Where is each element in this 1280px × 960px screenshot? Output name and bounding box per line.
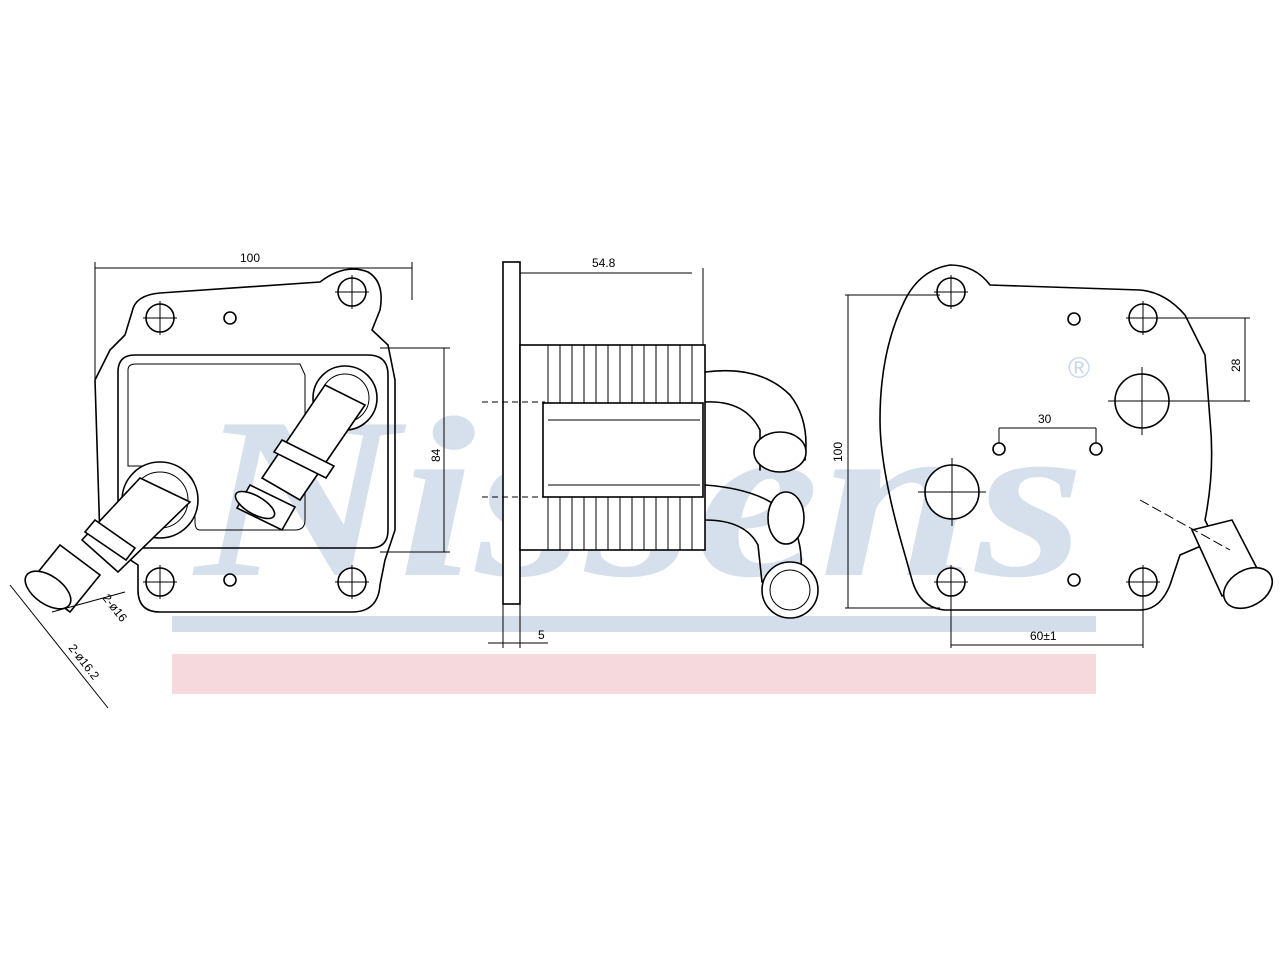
side-pipes [704, 369, 819, 619]
front-width-dimension: 100 [240, 251, 260, 265]
side-flange-dimension: 5 [538, 628, 545, 642]
back-port-offset-dimension: 28 [1229, 358, 1243, 372]
back-pipe [1139, 499, 1274, 610]
watermark-red-bar [172, 654, 1096, 694]
front-bolt-holes [143, 275, 369, 599]
front-view: 100 84 2-ø16 2-ø16.2 [9, 251, 450, 709]
front-height-dimension: 84 [429, 448, 443, 462]
back-hole-spacing-dimension: 30 [1038, 412, 1052, 426]
front-pipe-inner-dimension: 2-ø16 [100, 591, 131, 625]
watermark-blue-bar [172, 616, 1096, 632]
front-lower-pipe [24, 461, 199, 614]
back-holes [918, 275, 1176, 599]
back-bolt-spacing-dimension: 60±1 [1030, 629, 1057, 643]
side-view: 54.8 5 [482, 256, 819, 648]
back-height-dimension: 100 [831, 442, 845, 462]
watermark-registered-mark: ® [1068, 352, 1090, 385]
front-upper-pipe [234, 365, 378, 532]
back-view: 100 28 30 60±1 [831, 264, 1274, 648]
side-depth-dimension: 54.8 [592, 256, 616, 270]
